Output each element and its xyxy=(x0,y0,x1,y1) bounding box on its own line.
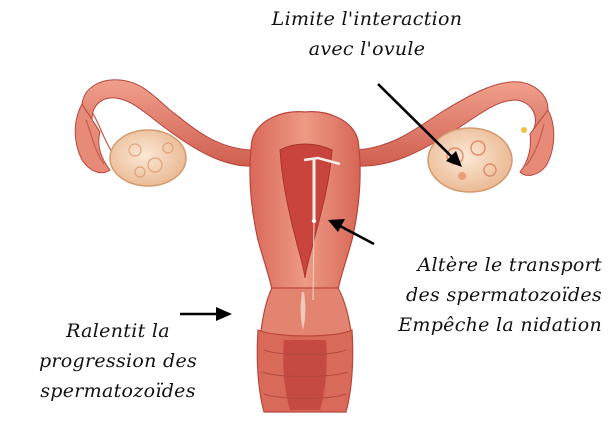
label-transport: Altère le transport des spermatozoïdes E… xyxy=(368,250,602,340)
label-progression-line2: progression des xyxy=(8,346,228,376)
label-transport-line3: Empêche la nidation xyxy=(368,310,602,340)
label-progression-line3: spermatozoïdes xyxy=(8,376,228,406)
right-ovary xyxy=(428,128,512,192)
label-progression: Ralentit la progression des spermatozoïd… xyxy=(8,316,228,406)
label-progression-line1: Ralentit la xyxy=(8,316,228,346)
label-ovule-line1: Limite l'interaction xyxy=(252,4,482,34)
label-ovule: Limite l'interaction avec l'ovule xyxy=(252,4,482,64)
label-transport-line1: Altère le transport xyxy=(368,250,602,280)
label-ovule-line2: avec l'ovule xyxy=(252,34,482,64)
label-transport-line2: des spermatozoïdes xyxy=(368,280,602,310)
left-ovary xyxy=(110,130,186,186)
